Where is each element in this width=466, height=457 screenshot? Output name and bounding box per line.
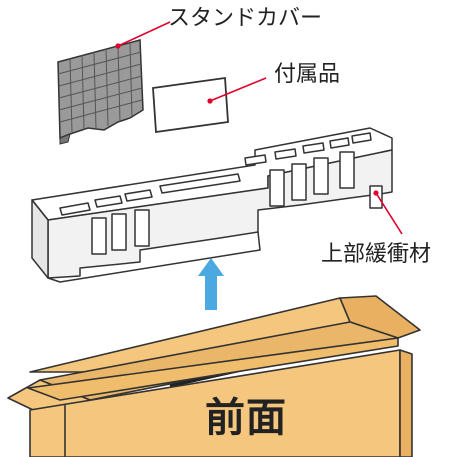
accessories-label: 付属品 (274, 62, 341, 87)
leader-dot-accessories (207, 98, 213, 104)
leader-top-cushion (375, 192, 403, 235)
leader-dot-top-cushion (373, 190, 379, 196)
leader-accessories (209, 77, 267, 102)
top-cushion-illustration (31, 127, 393, 283)
leader-dot-stand-cover (115, 43, 121, 49)
accessories-illustration (152, 76, 229, 134)
stand-cover-label: スタンドカバー (168, 6, 323, 31)
leader-lines (115, 21, 403, 235)
leader-stand-cover (117, 21, 171, 47)
cardboard-box-illustration (7, 295, 421, 457)
stand-cover-illustration (57, 39, 144, 145)
upward-arrow (198, 258, 224, 310)
top-cushion-label: 上部緩衝材 (321, 242, 432, 267)
box-front-label: 前面 (205, 395, 287, 441)
